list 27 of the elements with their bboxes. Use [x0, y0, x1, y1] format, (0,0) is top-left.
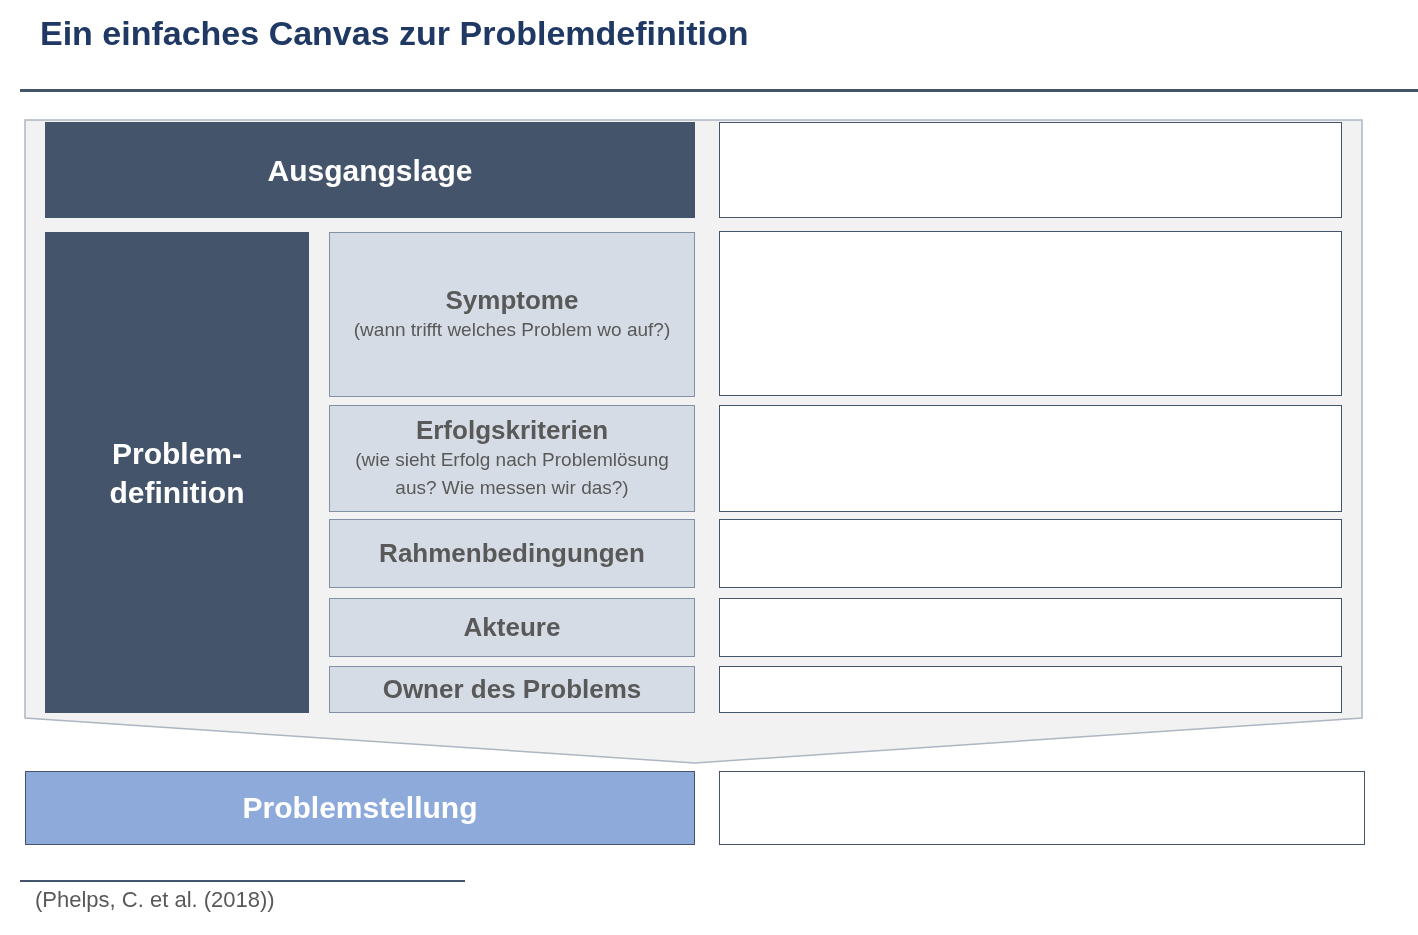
input-box	[719, 771, 1365, 845]
category-box	[329, 232, 695, 397]
category-box	[329, 405, 695, 512]
box-heading: Problem- definition	[108, 435, 246, 511]
box-heading: Symptome	[445, 285, 579, 317]
input-box	[719, 231, 1342, 396]
box-heading: Erfolgskriterien	[415, 415, 609, 447]
category-box	[329, 519, 695, 588]
input-box	[719, 405, 1342, 512]
box-heading: Akteure	[463, 612, 561, 643]
input-box	[719, 666, 1342, 713]
header-box	[45, 122, 695, 218]
box-heading: Rahmenbedingungen	[379, 538, 645, 569]
box-description: (wie sieht Erfolg nach Problemlösung aus? Wie messen wir das?)	[354, 448, 670, 500]
input-box	[719, 519, 1342, 588]
box-description: (wann trifft welches Problem wo auf?)	[352, 318, 672, 343]
title: Ein einfaches Canvas zur Problemdefinition	[40, 14, 749, 53]
input-box	[719, 598, 1342, 657]
category-box	[329, 666, 695, 713]
category-box	[329, 598, 695, 657]
input-box	[719, 122, 1342, 218]
caption: (Phelps, C. et al. (2018))	[35, 887, 275, 913]
box-heading: Owner des Problems	[382, 674, 642, 705]
result-box	[25, 771, 695, 845]
box-heading: Problemstellung	[242, 791, 478, 825]
box-heading: Ausgangslage	[267, 152, 473, 189]
header-box	[45, 232, 309, 713]
